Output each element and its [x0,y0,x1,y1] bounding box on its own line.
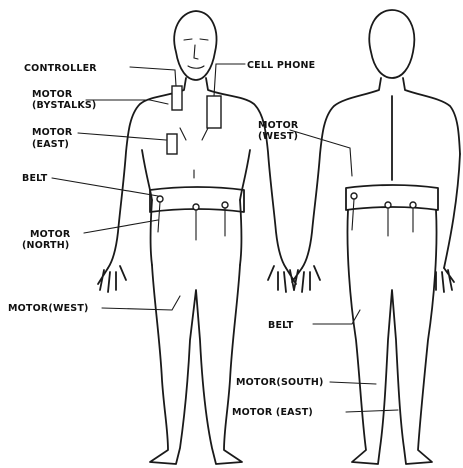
label-motor-west-back-line1: MOTOR [258,120,299,131]
label-motor-bystalks-line2: (BYSTALKS) [32,100,96,111]
label-motor-north-line2: (NORTH) [22,240,69,251]
back-belt-motor-2 [385,202,391,208]
front-figure [98,11,296,464]
front-belt-motor-1 [157,196,163,202]
cell-phone-box [207,96,221,128]
leader-lines [52,64,398,412]
front-belt-motor-3 [222,202,228,208]
back-belt-motor-3 [410,202,416,208]
label-belt-back: BELT [268,320,294,331]
front-torso [108,78,286,268]
back-figure [292,10,460,464]
motor-east-front-box [167,134,177,154]
label-controller: CONTROLLER [24,63,97,74]
label-motor-east-front-line2: (EAST) [32,139,69,150]
label-motor-bystalks-line1: MOTOR [32,89,73,100]
label-belt-front: BELT [22,173,48,184]
front-legs [150,265,242,464]
label-motor-west-back-line2: (WEST) [258,131,298,142]
back-legs [347,210,436,464]
back-head [369,10,414,78]
controller-box [172,86,182,110]
back-belt-motor-1 [351,193,357,199]
front-belt-motor-2 [193,204,199,210]
back-left-hand [292,266,320,292]
label-motor-north-line1: MOTOR [30,229,71,240]
front-right-hand [268,266,296,292]
label-motor-south: MOTOR(SOUTH) [236,377,324,388]
label-motor-west-front: MOTOR(WEST) [8,303,89,314]
label-motor-east-front-line1: MOTOR [32,127,73,138]
label-motor-east-back: MOTOR (EAST) [232,407,313,418]
front-left-hand [98,266,126,292]
label-cell-phone: CELL PHONE [247,60,315,71]
back-belt [346,185,438,210]
